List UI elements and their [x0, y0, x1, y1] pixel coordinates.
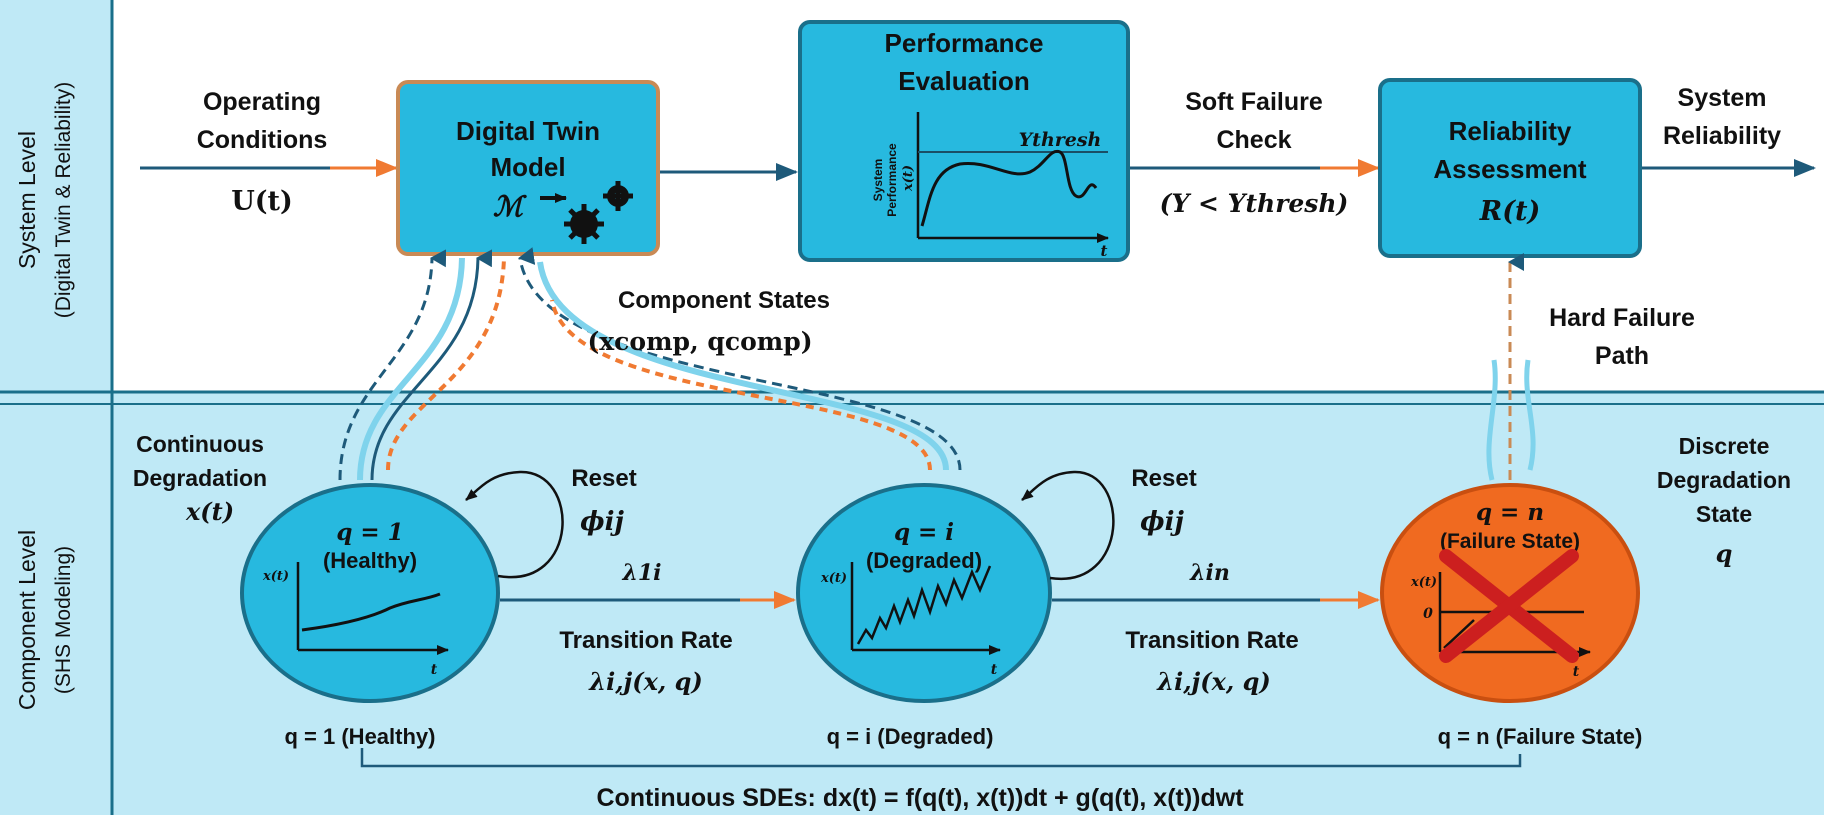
soft-failure-condition: (Y < Ythresh): [1160, 189, 1349, 218]
state-failure-axis: x(t): [1410, 575, 1437, 590]
operating-label-1: Operating: [203, 88, 321, 116]
discrete-degradation-label-1: Discrete: [1679, 433, 1770, 459]
reliability-label-1: Reliability: [1449, 116, 1572, 146]
component-states-paths: [338, 247, 962, 481]
performance-yaxis-var: x(t): [901, 165, 916, 192]
soft-failure-label-2: Check: [1216, 126, 1291, 154]
sde-bracket: [360, 748, 1522, 768]
transition-1-rate: λ1i: [621, 560, 661, 586]
transition-1-formula: λi,j(x, q): [588, 667, 703, 696]
state-degraded-t: t: [991, 662, 998, 678]
state-failure-q: q = n: [1476, 499, 1544, 526]
transition-1-label: Transition Rate: [559, 627, 732, 654]
state-healthy-q: q = 1: [336, 519, 403, 546]
performance-label-1: Performance: [885, 28, 1044, 58]
performance-label-2: Evaluation: [898, 66, 1029, 96]
state-failure-caption: q = n (Failure State): [1438, 724, 1643, 749]
reset-loop-1: [465, 470, 564, 579]
system-level-sublabel: (Digital Twin & Reliability): [52, 82, 75, 319]
discrete-degradation-label-2: Degradation: [1657, 467, 1791, 493]
soft-failure-label-1: Soft Failure: [1185, 88, 1323, 116]
performance-box: [798, 20, 1130, 262]
digital-twin-label-2: Model: [490, 152, 565, 182]
state-healthy-name: (Healthy): [323, 548, 417, 573]
transition-2-label: Transition Rate: [1125, 627, 1298, 654]
reset-2-label: Reset: [1131, 465, 1196, 492]
state-healthy-t: t: [431, 662, 438, 678]
system-side-panel: [0, 0, 112, 392]
performance-yaxis-top: System: [871, 159, 885, 202]
continuous-degradation-label-2: Degradation: [133, 465, 267, 491]
digital-twin-label-1: Digital Twin: [456, 116, 600, 146]
state-failure-name: (Failure State): [1440, 530, 1580, 553]
hard-failure-label-2: Path: [1595, 342, 1649, 370]
reset-1-label: Reset: [571, 465, 636, 492]
state-healthy-axis: x(t): [262, 569, 289, 584]
state-degraded-q: q = i: [894, 519, 954, 546]
performance-plot: [916, 112, 1109, 243]
system-reliability-label-1: System: [1678, 84, 1767, 112]
state-healthy-caption: q = 1 (Healthy): [285, 724, 436, 749]
digital-twin-symbol: ℳ: [493, 190, 527, 223]
transition-2-formula: λi,j(x, q): [1156, 667, 1271, 696]
component-states-label-1: Component States: [618, 287, 830, 314]
operating-label-2: Conditions: [197, 126, 328, 154]
component-states-label-2: (xcomp, qcomp): [587, 327, 812, 356]
state-degraded-plot: [850, 562, 1001, 655]
hard-failure-path: [1486, 253, 1536, 481]
state-healthy-node: [240, 483, 500, 703]
operating-symbol: U(t): [231, 186, 293, 217]
component-level-label: Component Level: [14, 530, 40, 710]
performance-thresh-label: Ythresh: [1019, 129, 1102, 151]
reliability-label-2: Assessment: [1433, 154, 1587, 184]
state-degraded-caption: q = i (Degraded): [827, 724, 994, 749]
continuous-degradation-label-1: Continuous: [136, 431, 264, 457]
continuous-degradation-label-3: x(t): [185, 497, 234, 526]
performance-yaxis-bottom: Performance: [885, 143, 899, 217]
state-degraded-name: (Degraded): [866, 548, 982, 573]
system-level-label: System Level: [14, 131, 40, 269]
gears-icon: [540, 181, 633, 244]
reset-1-symbol: ϕij: [580, 507, 624, 537]
discrete-degradation-label-3: State: [1696, 501, 1752, 527]
system-reliability-label-2: Reliability: [1663, 122, 1781, 150]
reset-2-symbol: ϕij: [1140, 507, 1184, 537]
performance-xaxis-var: t: [1101, 242, 1108, 260]
transition-2-rate: λin: [1189, 560, 1230, 586]
hard-failure-label-1: Hard Failure: [1549, 304, 1695, 332]
reliability-symbol: R(t): [1479, 196, 1540, 227]
discrete-degradation-label-4: q: [1716, 539, 1733, 568]
state-degraded-axis: x(t): [820, 571, 847, 586]
state-failure-t: t: [1573, 664, 1580, 680]
state-failure-zero: 0: [1423, 606, 1433, 622]
sde-equation: Continuous SDEs: dx(t) = f(q(t), x(t))dt…: [596, 784, 1244, 812]
failure-cross-icon: [1439, 549, 1579, 663]
state-healthy-plot: [296, 562, 449, 655]
reset-loop-2: [1021, 470, 1115, 581]
component-level-sublabel: (SHS Modeling): [52, 546, 75, 694]
